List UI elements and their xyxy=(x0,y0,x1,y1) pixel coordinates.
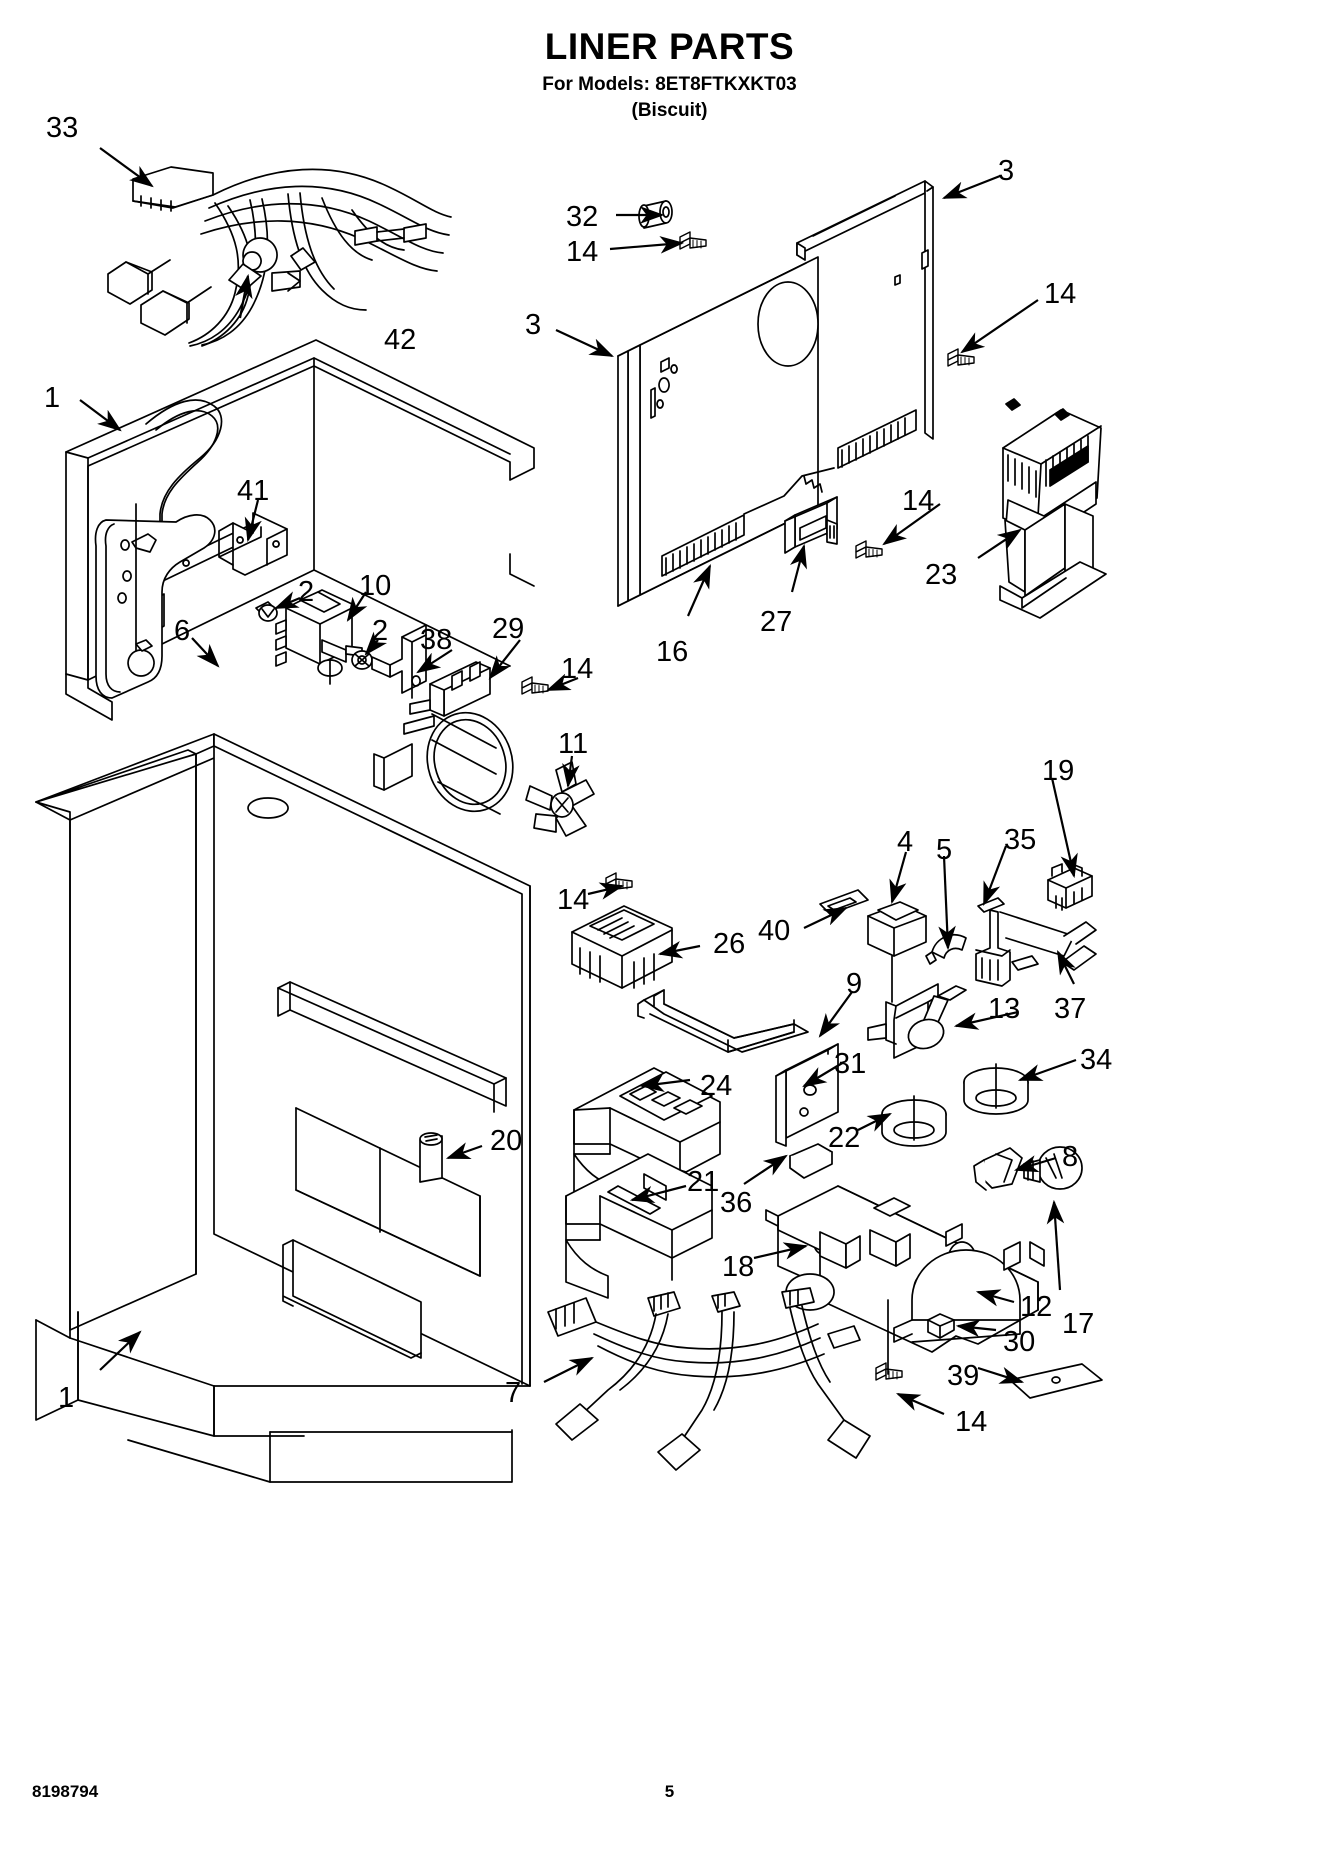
callout-thermostat-control: 10 xyxy=(359,570,392,602)
callout-spacer-bushing: 32 xyxy=(566,201,599,233)
part-clip xyxy=(819,889,869,915)
part-air-diffuser-duct xyxy=(637,989,809,1053)
callout-label-plate: 39 xyxy=(947,1360,980,1392)
part-screw-32 xyxy=(679,231,707,250)
callout-plug-button: 6 xyxy=(174,615,191,647)
callout-screw: 14 xyxy=(561,653,594,685)
part-insulation-pad xyxy=(789,1143,833,1179)
models-line: For Models: 8ET8FTKXKT03 xyxy=(542,74,797,95)
callout-fuse: 18 xyxy=(722,1251,755,1283)
page-title: LINER PARTS xyxy=(544,26,795,67)
callout-mounting-plate: 31 xyxy=(834,1048,867,1080)
part-duct-bracket xyxy=(784,496,838,554)
part-air-duct-tower xyxy=(999,398,1107,619)
callout-rear-panel-frame: 3 xyxy=(998,155,1015,187)
callout-screw: 14 xyxy=(902,485,935,517)
callout-wire-clip: 37 xyxy=(1054,993,1087,1025)
callout-light-socket-ring: 34 xyxy=(1080,1044,1113,1076)
callout-fan-motor-bracket: 38 xyxy=(420,624,453,656)
page-number: 5 xyxy=(664,1782,675,1801)
callout-screw-small: 2 xyxy=(298,576,315,608)
part-screw-shroud xyxy=(521,676,549,695)
part-screw-27 xyxy=(855,540,883,559)
part-screw-upper-right xyxy=(947,348,975,367)
part-screw-39 xyxy=(875,1362,903,1381)
callout-clip: 40 xyxy=(758,915,791,947)
callout-drain-plug: 20 xyxy=(490,1125,523,1157)
callout-cabinet-liner: 1 xyxy=(44,382,61,414)
part-wire-harness-main xyxy=(547,1287,871,1471)
callout-screw: 14 xyxy=(1044,278,1077,310)
part-thermostat-control xyxy=(275,589,363,685)
callout-thermistor-probe: 35 xyxy=(1004,824,1037,856)
part-retainer-clip xyxy=(925,933,967,965)
callout-connector-block: 19 xyxy=(1042,755,1075,787)
part-light-socket-ring-34 xyxy=(963,1063,1029,1115)
part-thermistor-probe xyxy=(975,897,1097,987)
callout-duct-bracket: 27 xyxy=(760,606,793,638)
callout-control-box: 21 xyxy=(687,1166,720,1198)
callout-fan-blade: 11 xyxy=(558,728,589,760)
part-drain-plug xyxy=(419,1132,443,1183)
callout-screw: 14 xyxy=(566,236,599,268)
callout-cabinet-liner: 1 xyxy=(58,1382,75,1414)
callout-air-duct-tower: 23 xyxy=(925,559,958,591)
callout-light-housing: 12 xyxy=(1020,1291,1053,1323)
leader-lines xyxy=(79,147,1078,1416)
callout-bulb-retainer: 17 xyxy=(1062,1308,1095,1340)
part-rear-panel-frame xyxy=(617,180,934,607)
part-screw-small-2a xyxy=(255,601,278,622)
part-bulb-retainer xyxy=(973,1147,1023,1191)
callout-retainer-clip: 5 xyxy=(936,834,953,866)
callout-rear-panel-frame: 3 xyxy=(525,309,542,341)
callout-wire-harness-freezer: 33 xyxy=(46,112,79,144)
part-cabinet-liner xyxy=(35,339,535,1483)
part-label-plate xyxy=(1009,1363,1103,1399)
callout-rear-liner-panel: 16 xyxy=(656,636,689,668)
callout-screw: 14 xyxy=(955,1406,988,1438)
part-screw-small-2b xyxy=(351,650,373,670)
callout-insulation-pad: 36 xyxy=(720,1187,753,1219)
part-fan-blade xyxy=(525,761,595,837)
callout-damper-lever: 13 xyxy=(988,993,1021,1025)
form-number: 8198794 xyxy=(32,1782,99,1801)
callout-screw-small: 2 xyxy=(372,615,389,647)
part-light-socket-ring-22 xyxy=(881,1095,947,1147)
variant-line: (Biscuit) xyxy=(631,100,708,121)
part-fan-motor-bracket xyxy=(371,624,427,699)
part-light-switch-housing xyxy=(571,905,673,989)
callout-air-diffuser-duct: 9 xyxy=(846,968,863,1000)
part-damper-control xyxy=(867,901,927,1003)
callout-control-cover: 24 xyxy=(700,1070,733,1102)
callout-screw: 14 xyxy=(557,884,590,916)
part-wire-harness-freezer xyxy=(107,166,452,347)
callout-nut: 30 xyxy=(1003,1326,1036,1358)
callout-wire-harness-main: 7 xyxy=(505,1377,522,1409)
part-damper-lever xyxy=(867,983,967,1059)
callout-harness-grommet: 42 xyxy=(384,324,417,356)
part-nut xyxy=(927,1313,955,1339)
callout-damper-control: 4 xyxy=(897,826,914,858)
callout-mounting-bracket: 41 xyxy=(237,475,270,507)
callout-evaporator-fan-motor: 29 xyxy=(492,613,525,645)
callout-light-socket-ring: 22 xyxy=(828,1122,861,1154)
part-connector-block xyxy=(1047,863,1093,911)
callout-light-switch-housing: 26 xyxy=(713,928,746,960)
callout-light-bulb: 8 xyxy=(1062,1141,1079,1173)
part-evaporator-fan-motor xyxy=(373,661,514,815)
